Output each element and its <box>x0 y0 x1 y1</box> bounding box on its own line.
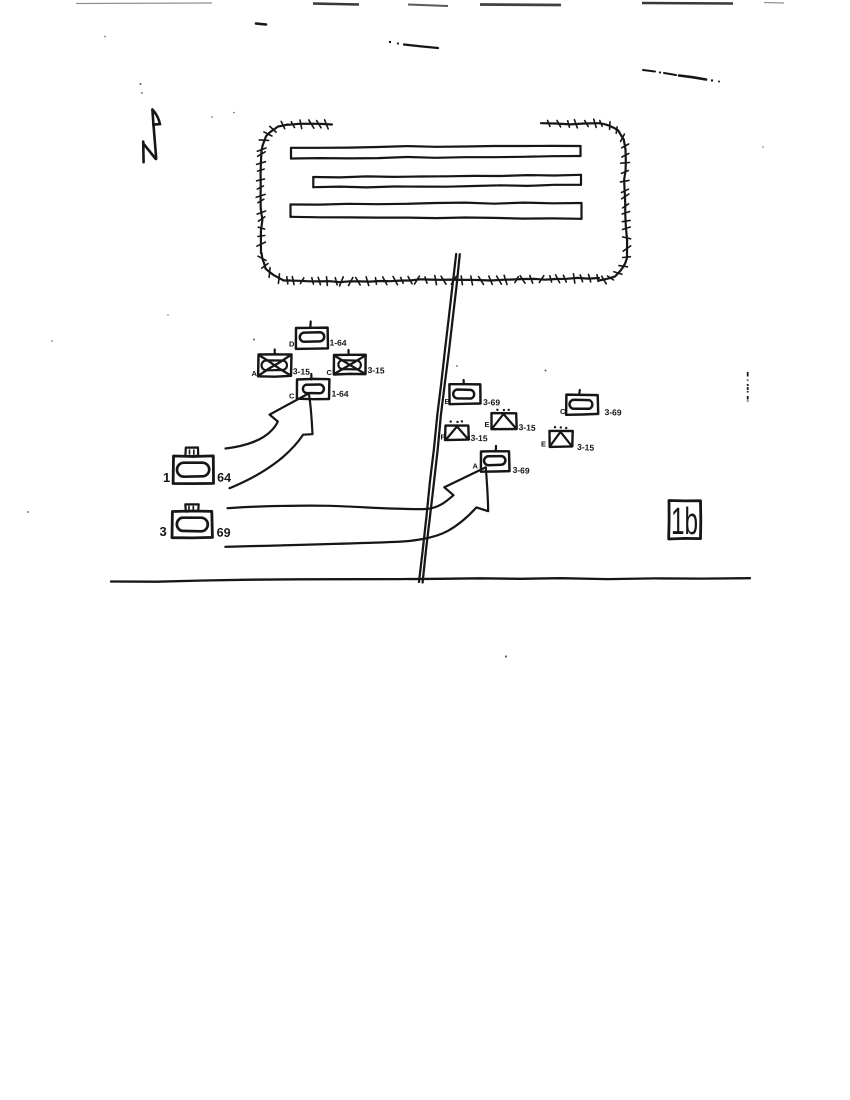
svg-text:1-64: 1-64 <box>331 389 348 399</box>
svg-text:A: A <box>252 369 258 378</box>
svg-text:D: D <box>289 340 295 349</box>
svg-text:3-15: 3-15 <box>518 422 536 433</box>
svg-text:3-15: 3-15 <box>367 365 385 376</box>
svg-text:3-69: 3-69 <box>483 397 501 408</box>
svg-text:B: B <box>445 397 451 406</box>
svg-text:3-15: 3-15 <box>470 433 488 444</box>
svg-text:3-69: 3-69 <box>512 465 530 476</box>
svg-text:C: C <box>327 368 333 377</box>
svg-text:69: 69 <box>216 526 230 540</box>
svg-text:A: A <box>473 462 479 471</box>
svg-text:3: 3 <box>160 524 167 539</box>
svg-text:1-64: 1-64 <box>329 338 346 348</box>
svg-text:3-69: 3-69 <box>604 407 622 418</box>
svg-text:1: 1 <box>163 470 170 485</box>
svg-text:C: C <box>289 392 295 401</box>
svg-text:F: F <box>441 433 446 442</box>
svg-text:3-15: 3-15 <box>293 366 311 377</box>
svg-text:3-15: 3-15 <box>577 442 595 453</box>
svg-text:E: E <box>541 439 546 448</box>
svg-text:E: E <box>485 420 490 429</box>
svg-text:1b: 1b <box>671 499 698 542</box>
svg-text:C: C <box>560 407 566 416</box>
svg-text:64: 64 <box>217 471 231 485</box>
